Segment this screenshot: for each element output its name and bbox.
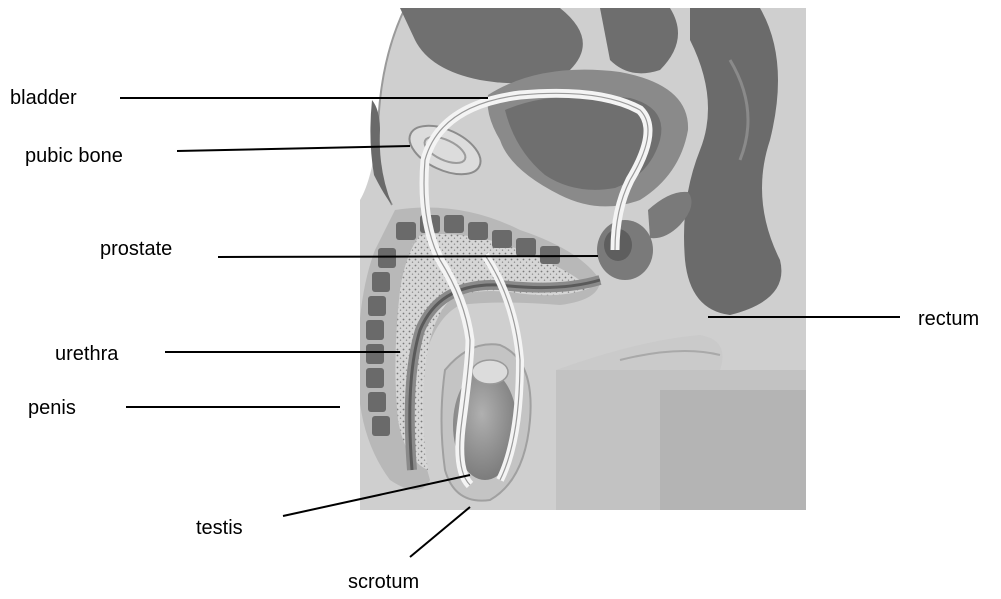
label-urethra: urethra <box>55 343 119 365</box>
label-pubic-bone: pubic bone <box>25 145 123 167</box>
label-bladder: bladder <box>10 87 77 109</box>
label-penis: penis <box>28 397 76 419</box>
label-rectum: rectum <box>918 308 979 330</box>
anatomy-illustration <box>358 8 806 510</box>
label-prostate: prostate <box>100 238 172 260</box>
label-scrotum: scrotum <box>348 571 419 593</box>
epididymis <box>472 360 508 384</box>
leader-scrotum <box>410 507 470 557</box>
thigh-shade <box>660 390 806 510</box>
leader-prostate <box>218 256 598 257</box>
label-testis: testis <box>196 517 243 539</box>
